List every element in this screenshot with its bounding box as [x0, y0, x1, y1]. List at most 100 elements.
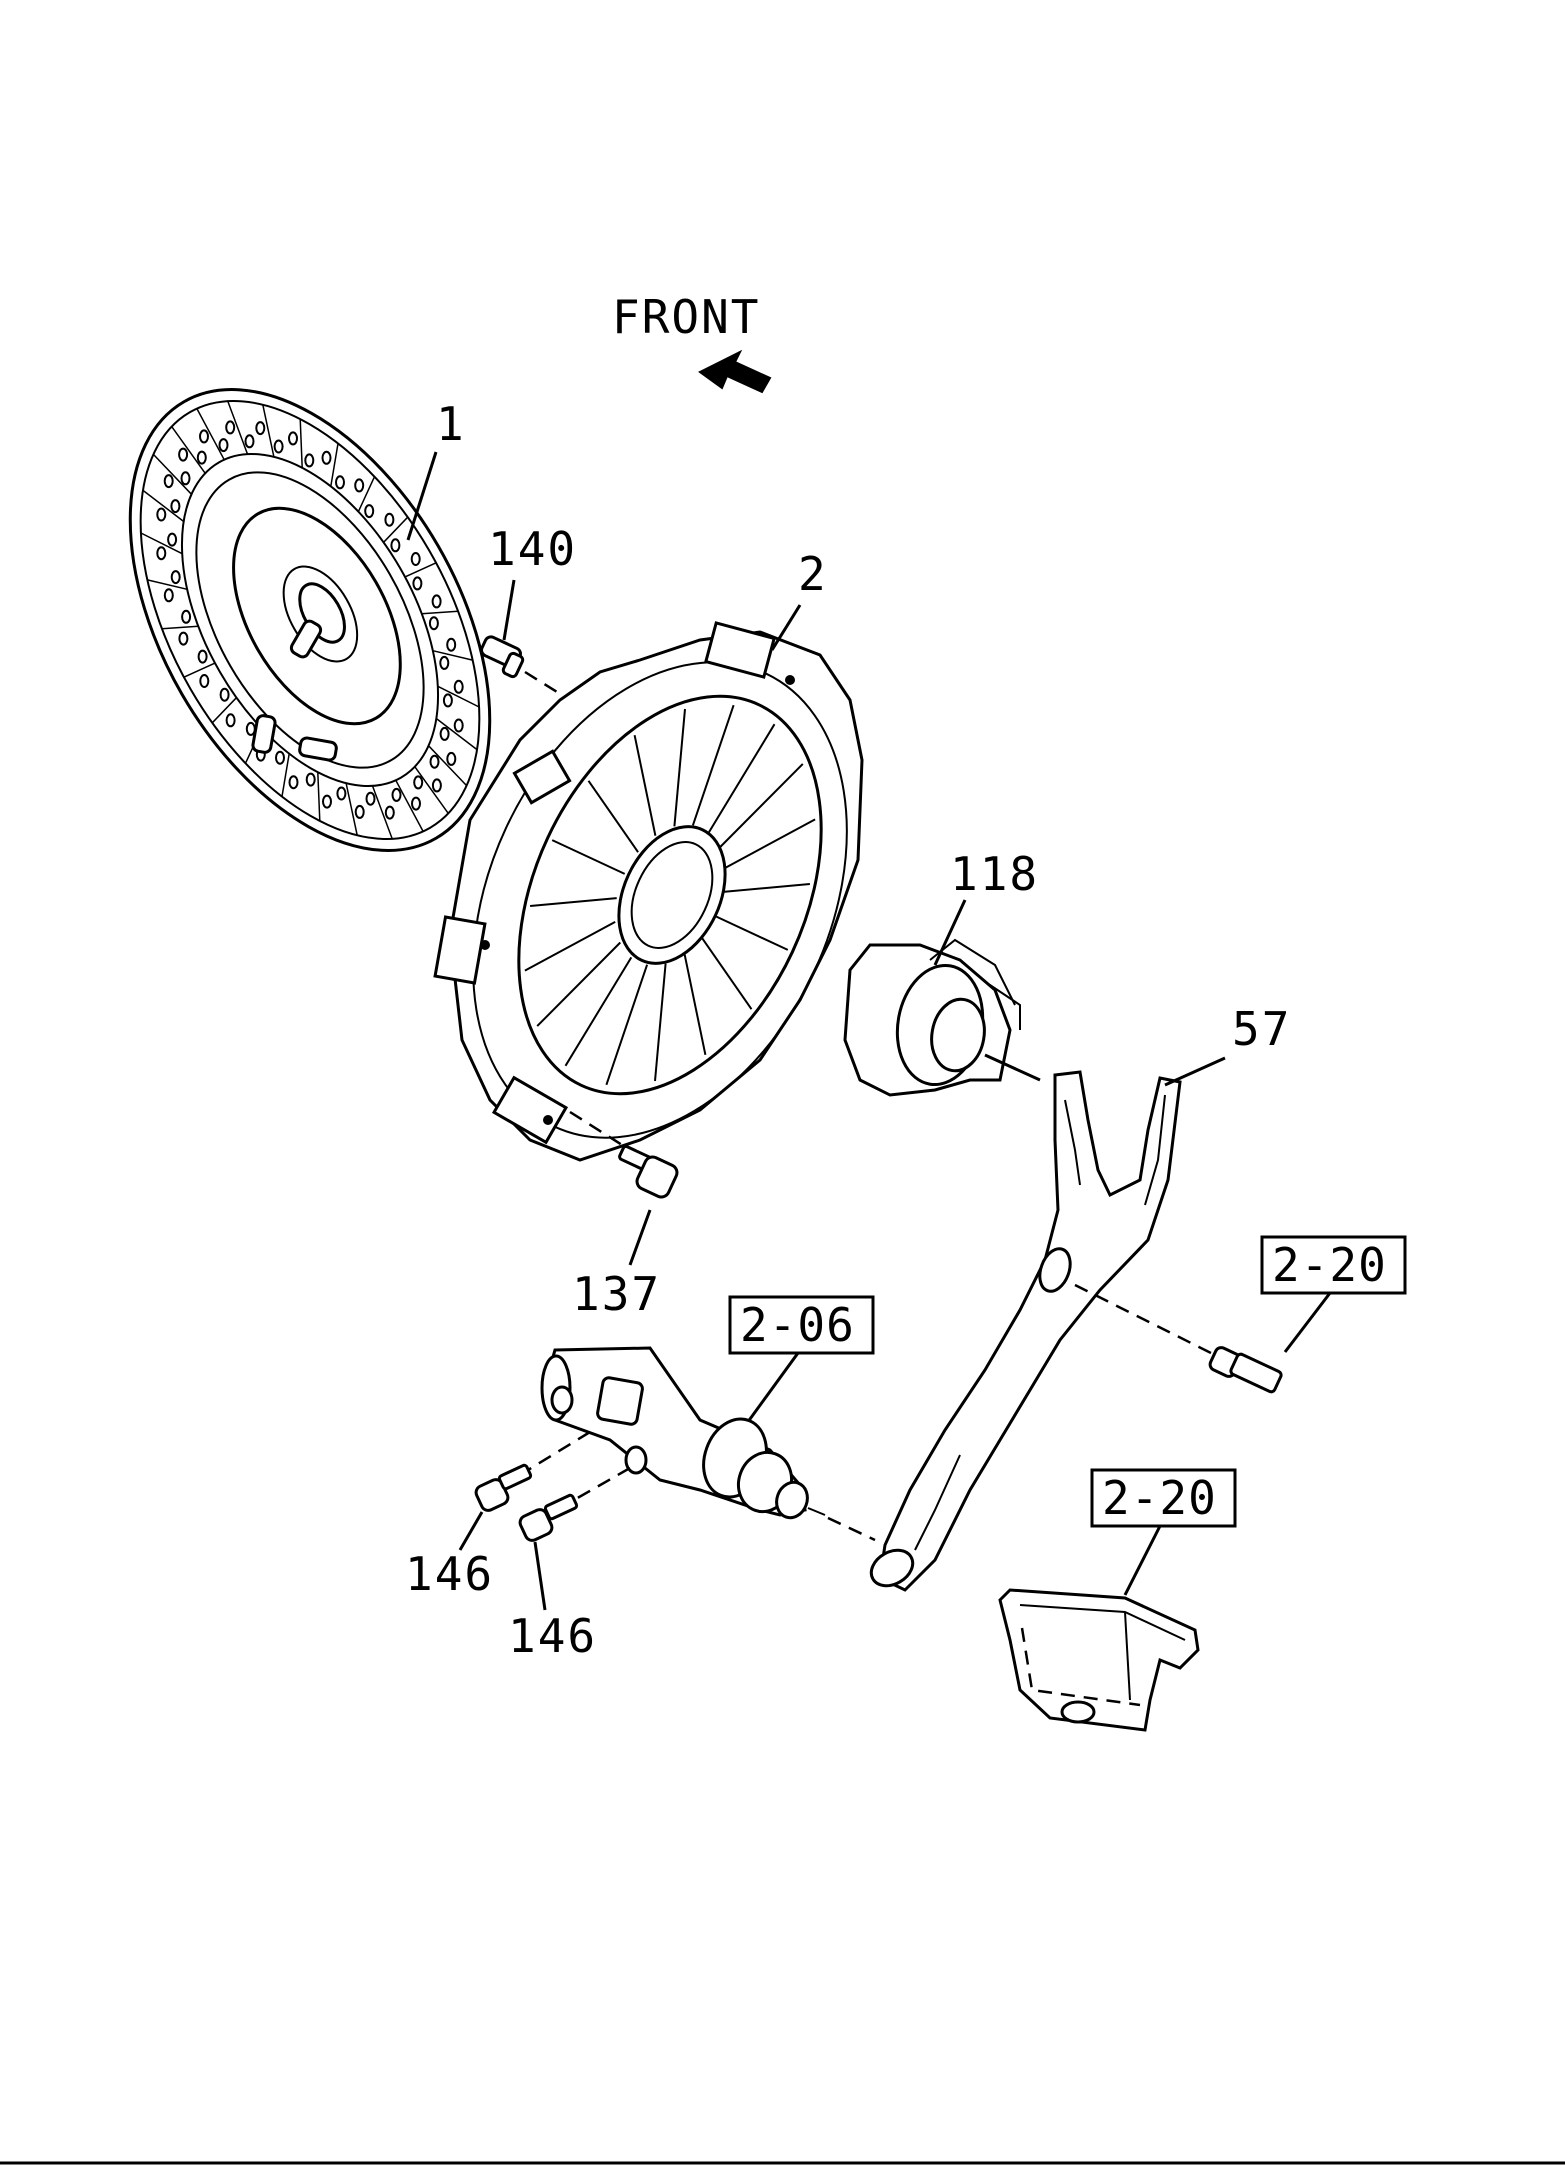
disc-lining-hole	[446, 751, 457, 766]
disc-lining-hole	[336, 786, 347, 801]
disc-segment-line	[299, 418, 303, 468]
diaphragm-finger	[564, 956, 633, 1067]
disc-lining-hole	[410, 552, 421, 566]
disc-segment-line	[414, 766, 449, 814]
disc-lining-hole	[391, 787, 402, 802]
disc-lining-hole	[156, 507, 167, 522]
disc-lining-hole	[354, 804, 365, 819]
front-label: FRONT	[612, 290, 760, 344]
ref-box-boot	[1090, 1468, 1237, 1528]
disc-segment-line	[427, 745, 468, 787]
disc-segment-line	[281, 753, 290, 797]
disc-segment-line	[404, 562, 437, 578]
disc-segment-line	[211, 697, 237, 724]
front-arrow-icon	[698, 349, 772, 394]
part-label-140: 140	[488, 522, 577, 576]
leader-ref-pivot	[1283, 1292, 1332, 1353]
release-bearing	[843, 938, 1021, 1097]
disc-lining-hole	[199, 429, 209, 444]
disc-segment-line	[371, 785, 393, 840]
ref-label-slave-cylinder: 2-06	[740, 1298, 855, 1352]
disc-segment-line	[421, 610, 459, 615]
disc-lining-hole	[288, 431, 298, 446]
diaphragm-finger	[691, 704, 735, 826]
part-label-146-a: 146	[405, 1547, 494, 1601]
disc-segment-line	[395, 779, 424, 832]
leader-ref-boot	[1123, 1525, 1162, 1596]
disc-lining-hole	[304, 453, 315, 468]
disc-lining-hole	[218, 438, 229, 453]
disc-lining-hole	[180, 471, 191, 486]
diaphragm-finger	[530, 897, 617, 907]
disc-lining-hole	[275, 750, 285, 765]
disc-segment-line	[383, 516, 409, 543]
disc-lining-hole	[431, 778, 442, 793]
disc-segment-line	[147, 579, 188, 591]
disc-segment-line	[432, 649, 473, 661]
part-label-57: 57	[1232, 1002, 1291, 1056]
disc-lining-hole	[225, 420, 236, 435]
disc-segment-line	[183, 662, 216, 678]
leader-57	[1164, 1056, 1226, 1087]
disc-lining-hole	[163, 474, 174, 489]
pivot-bolt	[1208, 1346, 1283, 1394]
leader-118	[933, 899, 967, 966]
disc-lining-hole	[365, 791, 376, 806]
leader-140	[502, 579, 516, 641]
leader-137	[628, 1209, 652, 1266]
diaphragm-finger	[718, 763, 804, 849]
disc-segment-line	[357, 476, 376, 512]
disc-lining-hole	[322, 794, 332, 809]
disc-segment-line	[161, 625, 199, 630]
diaphragm-finger	[551, 839, 626, 875]
disc-segment-line	[330, 443, 339, 487]
disc-lining-hole	[305, 772, 316, 787]
disc-lining-hole	[170, 570, 181, 585]
disc-lining-hole	[411, 796, 421, 811]
disc-lining-hole	[446, 637, 457, 652]
diaphragm-finger	[605, 964, 649, 1086]
disc-segment-line	[262, 404, 275, 458]
release-fork	[869, 1070, 1182, 1592]
disc-lining-hole	[178, 447, 189, 462]
disc-lining-hole	[412, 576, 423, 591]
cover-bolt	[618, 1144, 679, 1199]
disc-segment-line	[196, 408, 225, 461]
cylinder-flange	[596, 1376, 644, 1426]
part-label-2: 2	[798, 547, 828, 601]
disc-lining-hole	[453, 718, 464, 733]
disc-lining-hole	[244, 434, 255, 449]
disc-lining-hole	[431, 594, 442, 609]
diaphragm-finger	[724, 818, 816, 869]
disc-segment-line	[435, 717, 478, 751]
disc-lining-hole	[321, 450, 332, 465]
leader-146-b	[533, 1541, 547, 1611]
diaphragm-finger	[723, 883, 810, 893]
disc-lining-hole	[413, 775, 424, 790]
disc-lining-hole	[255, 421, 266, 436]
clutch-housing-boot	[998, 1588, 1200, 1732]
diaphragm-finger	[587, 780, 639, 853]
disc-lining-hole	[442, 693, 453, 708]
diaphragm-finger	[654, 963, 667, 1082]
disc-lining-hole	[178, 631, 189, 646]
diaphragm-finger	[673, 708, 686, 827]
disc-lining-hole	[156, 546, 167, 561]
disc-lining-hole	[364, 504, 375, 519]
disc-segment-line	[345, 782, 358, 836]
disc-lining-hole	[197, 649, 208, 664]
disc-lining-hole	[384, 805, 395, 820]
diaphragm-finger	[701, 937, 753, 1010]
disc-lining-hole	[354, 478, 365, 493]
disc-lining-hole	[196, 450, 207, 465]
disc-lining-hole	[453, 679, 464, 694]
cylinder-bolt-b	[518, 1493, 579, 1542]
disc-segment-line	[317, 772, 321, 822]
cylinder-bolt-a	[474, 1463, 533, 1512]
pressure-plate	[433, 621, 864, 1162]
disc-lining-hole	[219, 687, 230, 702]
disc-lining-hole	[439, 655, 450, 670]
slave-cylinder	[540, 1346, 826, 1520]
part-label-146-b: 146	[508, 1609, 597, 1663]
